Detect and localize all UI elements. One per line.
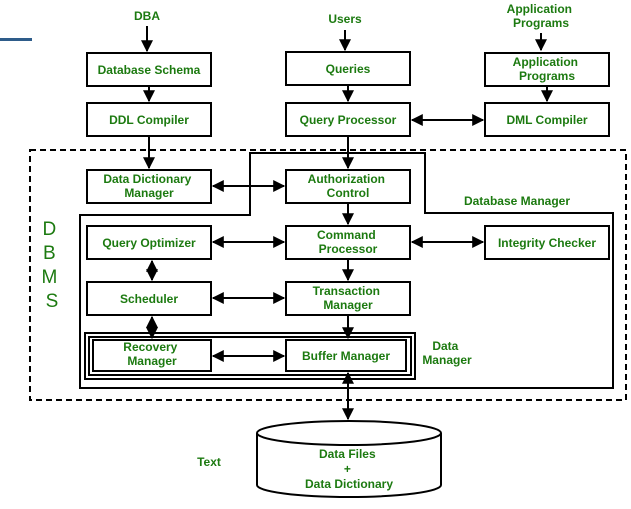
scheduler-box xyxy=(86,281,212,316)
command-processor-label: Command Processor xyxy=(317,228,379,256)
transaction-manager-box xyxy=(285,281,411,316)
query-processor-box xyxy=(285,102,411,137)
data-dictionary-manager-label: Data Dictionary Manager xyxy=(103,172,194,200)
integrity-checker-label: Integrity Checker xyxy=(498,236,596,250)
database-schema-label: Database Schema xyxy=(98,63,201,77)
ddl-compiler-label: DDL Compiler xyxy=(109,113,189,127)
scheduler-label: Scheduler xyxy=(120,292,178,306)
recovery-manager-label: Recovery Manager xyxy=(123,340,180,368)
transaction-manager-label: Transaction Manager xyxy=(313,284,384,312)
dbms-boundary xyxy=(29,149,627,401)
database-manager-region xyxy=(79,152,614,389)
data-manager-region-outer xyxy=(84,332,416,380)
users-label: Users xyxy=(328,12,362,26)
database-manager-label: Database Manager xyxy=(464,194,570,208)
app-programs-box-label: Application Programs xyxy=(513,55,582,83)
queries-label: Queries xyxy=(326,62,371,76)
authorization-control-box xyxy=(285,169,411,204)
dml-compiler-label: DML Compiler xyxy=(506,113,587,127)
dba-label: DBA xyxy=(134,9,160,23)
query-optimizer-box xyxy=(86,225,212,260)
app-programs-top-label: Application Programs xyxy=(507,2,576,30)
dbms-vertical-label: D B M S xyxy=(41,219,62,312)
text-label: Text xyxy=(197,455,221,469)
recovery-manager-box xyxy=(92,339,212,372)
integrity-checker-box xyxy=(484,225,610,260)
data-dictionary-manager-box xyxy=(86,169,212,204)
app-programs-box xyxy=(484,52,610,87)
query-optimizer-label: Query Optimizer xyxy=(102,236,196,250)
data-files-label: Data Files + Data Dictionary xyxy=(305,447,393,491)
buffer-manager-label: Buffer Manager xyxy=(302,349,390,363)
query-processor-label: Query Processor xyxy=(300,113,397,127)
data-files-cylinder xyxy=(256,420,442,498)
buffer-manager-box xyxy=(285,339,407,372)
authorization-control-label: Authorization Control xyxy=(308,172,389,200)
data-manager-label: Data Manager xyxy=(422,339,472,367)
dml-compiler-box xyxy=(484,102,610,137)
accent-bar xyxy=(0,38,32,41)
command-processor-box xyxy=(285,225,411,260)
data-manager-region-inner xyxy=(88,336,412,376)
